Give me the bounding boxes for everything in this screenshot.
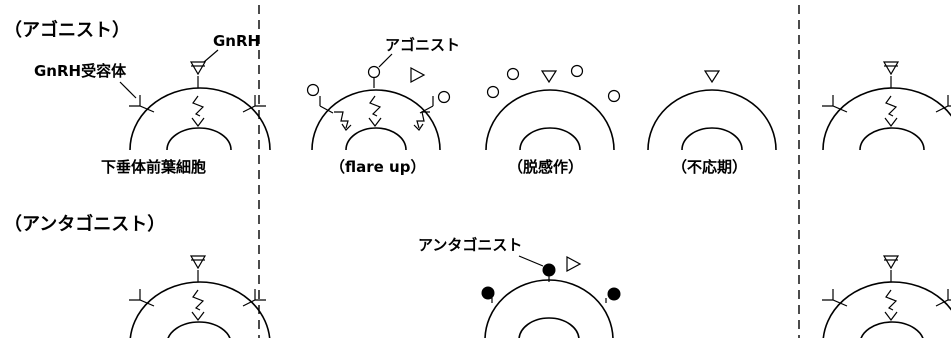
cell-membrane-outer (822, 87, 951, 151)
cell-membrane-outer (485, 89, 615, 151)
gnrh-leader-line (203, 49, 219, 63)
signal-step-arrow-left-head (341, 123, 352, 131)
receptor-right (935, 289, 951, 307)
desensitization-label: （脱感作） (508, 158, 583, 176)
receptor-label: GnRH受容体 (34, 62, 127, 80)
cell-nucleus-arc (681, 127, 743, 151)
signal-arrow-down-icon (884, 117, 898, 127)
receptor-right (242, 95, 266, 113)
agonist-drug-label: アゴニスト (385, 36, 460, 54)
cell-recovered-bottom (822, 255, 951, 338)
cell-membrane-outer (129, 87, 271, 151)
gnrh-triangle-icon (410, 66, 426, 84)
receptor-left (822, 289, 848, 307)
signal-zigzag-icon (192, 95, 205, 117)
cell-membrane-outer (484, 279, 614, 338)
cell-desensitization: （脱感作） (485, 64, 621, 176)
antagonist-filled-circle-icon (542, 263, 556, 277)
cell-nucleus-arc (519, 127, 581, 151)
cell-membrane-outer (822, 281, 951, 338)
cell-nucleus-arc (859, 127, 925, 151)
cell-nucleus-arc (518, 317, 580, 338)
signal-step-arrow-right-icon (416, 111, 430, 129)
gnrh-triangle-icon (540, 70, 558, 84)
cell-membrane-outer (311, 89, 441, 151)
signal-arrow-down-icon (191, 117, 205, 127)
cell-nucleus-arc (860, 321, 924, 338)
gnrh-triangle-icon (703, 70, 721, 84)
signal-zigzag-icon (885, 289, 898, 311)
cell-nucleus-arc (166, 127, 232, 151)
signal-step-arrow-right-head (413, 123, 424, 131)
receptor-right (935, 95, 951, 113)
antagonist-drug-label: アンタゴニスト (418, 236, 522, 254)
gnrh-triangle-icon (189, 61, 207, 76)
antagonist-filled-circle-icon (607, 287, 621, 301)
cell-membrane-outer (129, 281, 271, 338)
agonist-circle-icon (607, 89, 621, 103)
refractory-label: （不応期） (672, 158, 747, 176)
signal-arrow-down-icon (368, 117, 382, 127)
cell-membrane-outer (647, 89, 777, 151)
gnrh-triangle-icon (189, 255, 207, 270)
signal-step-arrow-left-icon (334, 111, 349, 129)
signal-zigzag-icon (192, 289, 205, 311)
receptor-top (189, 61, 207, 88)
agonist-circle-icon (486, 85, 500, 99)
agonist-circle-icon (367, 65, 381, 79)
agonist-leader-line (378, 53, 393, 68)
gnrh-label: GnRH (213, 32, 260, 50)
receptor-left (822, 95, 848, 113)
cell-baseline-bottom (129, 255, 271, 338)
agonist-circle-icon (437, 90, 451, 104)
gnrh-triangle-icon (882, 61, 900, 76)
receptor-right (242, 289, 266, 307)
pituitary-cell-label: 下垂体前葉細胞 (101, 158, 206, 176)
receptor-right (419, 96, 434, 114)
agonist-circle-icon (506, 67, 520, 81)
cell-nucleus-arc (167, 321, 231, 338)
agonist-section-title: （アゴニスト） (4, 19, 130, 41)
gnrh-triangle-icon (566, 255, 582, 273)
receptor-leader-line (119, 81, 137, 99)
signal-zigzag-icon (885, 95, 898, 117)
receptor-left (129, 95, 155, 113)
gnrh-triangle-icon (882, 255, 900, 270)
cell-antagonist: アンタゴニスト (418, 236, 621, 338)
signal-arrow-down-icon (191, 311, 205, 321)
antagonist-filled-circle-icon (481, 286, 495, 300)
antagonist-leader-line (518, 255, 544, 267)
cell-recovered-top (822, 61, 951, 151)
cell-nucleus-arc (345, 127, 407, 151)
cell-flare-up: アゴニスト （flare up） (306, 36, 460, 176)
cell-refractory: （不応期） (647, 70, 777, 176)
receptor-left (319, 96, 334, 114)
signal-zigzag-icon (369, 95, 382, 117)
agonist-circle-icon (570, 64, 584, 78)
antagonist-section-title: （アンタゴニスト） (4, 213, 165, 235)
signal-arrow-down-icon (884, 311, 898, 321)
receptor-left (129, 289, 155, 307)
flare-up-label: （flare up） (330, 158, 425, 176)
cell-baseline-top: GnRH GnRH受容体 下垂体前葉細胞 (34, 32, 271, 176)
agonist-circle-icon (306, 83, 320, 97)
